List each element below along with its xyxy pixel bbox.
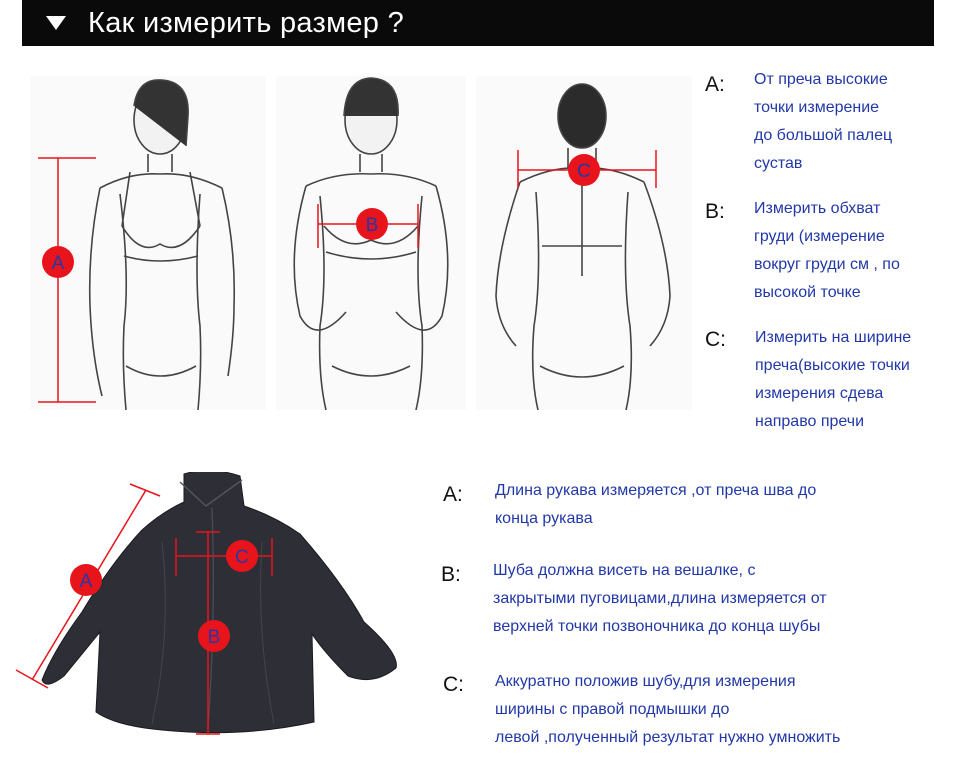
body-measure-a-text: От преча высокие точки измерение до боль… (754, 71, 893, 172)
coat-marker-b: B (208, 627, 221, 648)
figure-front-chest: B (276, 76, 466, 410)
marker-c: C (577, 161, 591, 182)
figure-front-length: A (30, 76, 266, 410)
coat-marker-c: C (235, 547, 249, 568)
body-measure-b-letter: B: (705, 200, 725, 223)
coat-measure-b-letter: B: (441, 563, 461, 586)
body-measure-a-letter: A: (705, 73, 725, 96)
coat-measure-a-letter: A: (443, 483, 463, 506)
coat-measure-b-text: Шуба должна висеть на вешалке, с закрыты… (493, 562, 827, 635)
coat-measure-c-text: Аккуратно положив шубу,для измерения шир… (495, 673, 841, 746)
body-measure-b-text: Измерить обхват груди (измерение вокруг … (754, 200, 900, 301)
marker-b: B (366, 215, 379, 236)
coat-marker-a: A (80, 571, 93, 592)
coat-measure-a-text: Длина рукава измеряется ,от преча шва до… (495, 482, 817, 527)
coat-measure-c-letter: C: (443, 673, 464, 696)
body-measure-c-text: Измерить на ширине преча(высокие точки и… (755, 329, 912, 430)
triangle-down-icon (46, 16, 66, 30)
page-title: Как измерить размер ? (88, 6, 405, 39)
header-bar: Как измерить размер ? (22, 0, 934, 46)
body-measure-c-letter: C: (705, 328, 726, 351)
figure-fur-coat: A C B (12, 472, 412, 742)
figure-back-shoulder: C (476, 76, 692, 410)
marker-a: A (52, 253, 65, 274)
